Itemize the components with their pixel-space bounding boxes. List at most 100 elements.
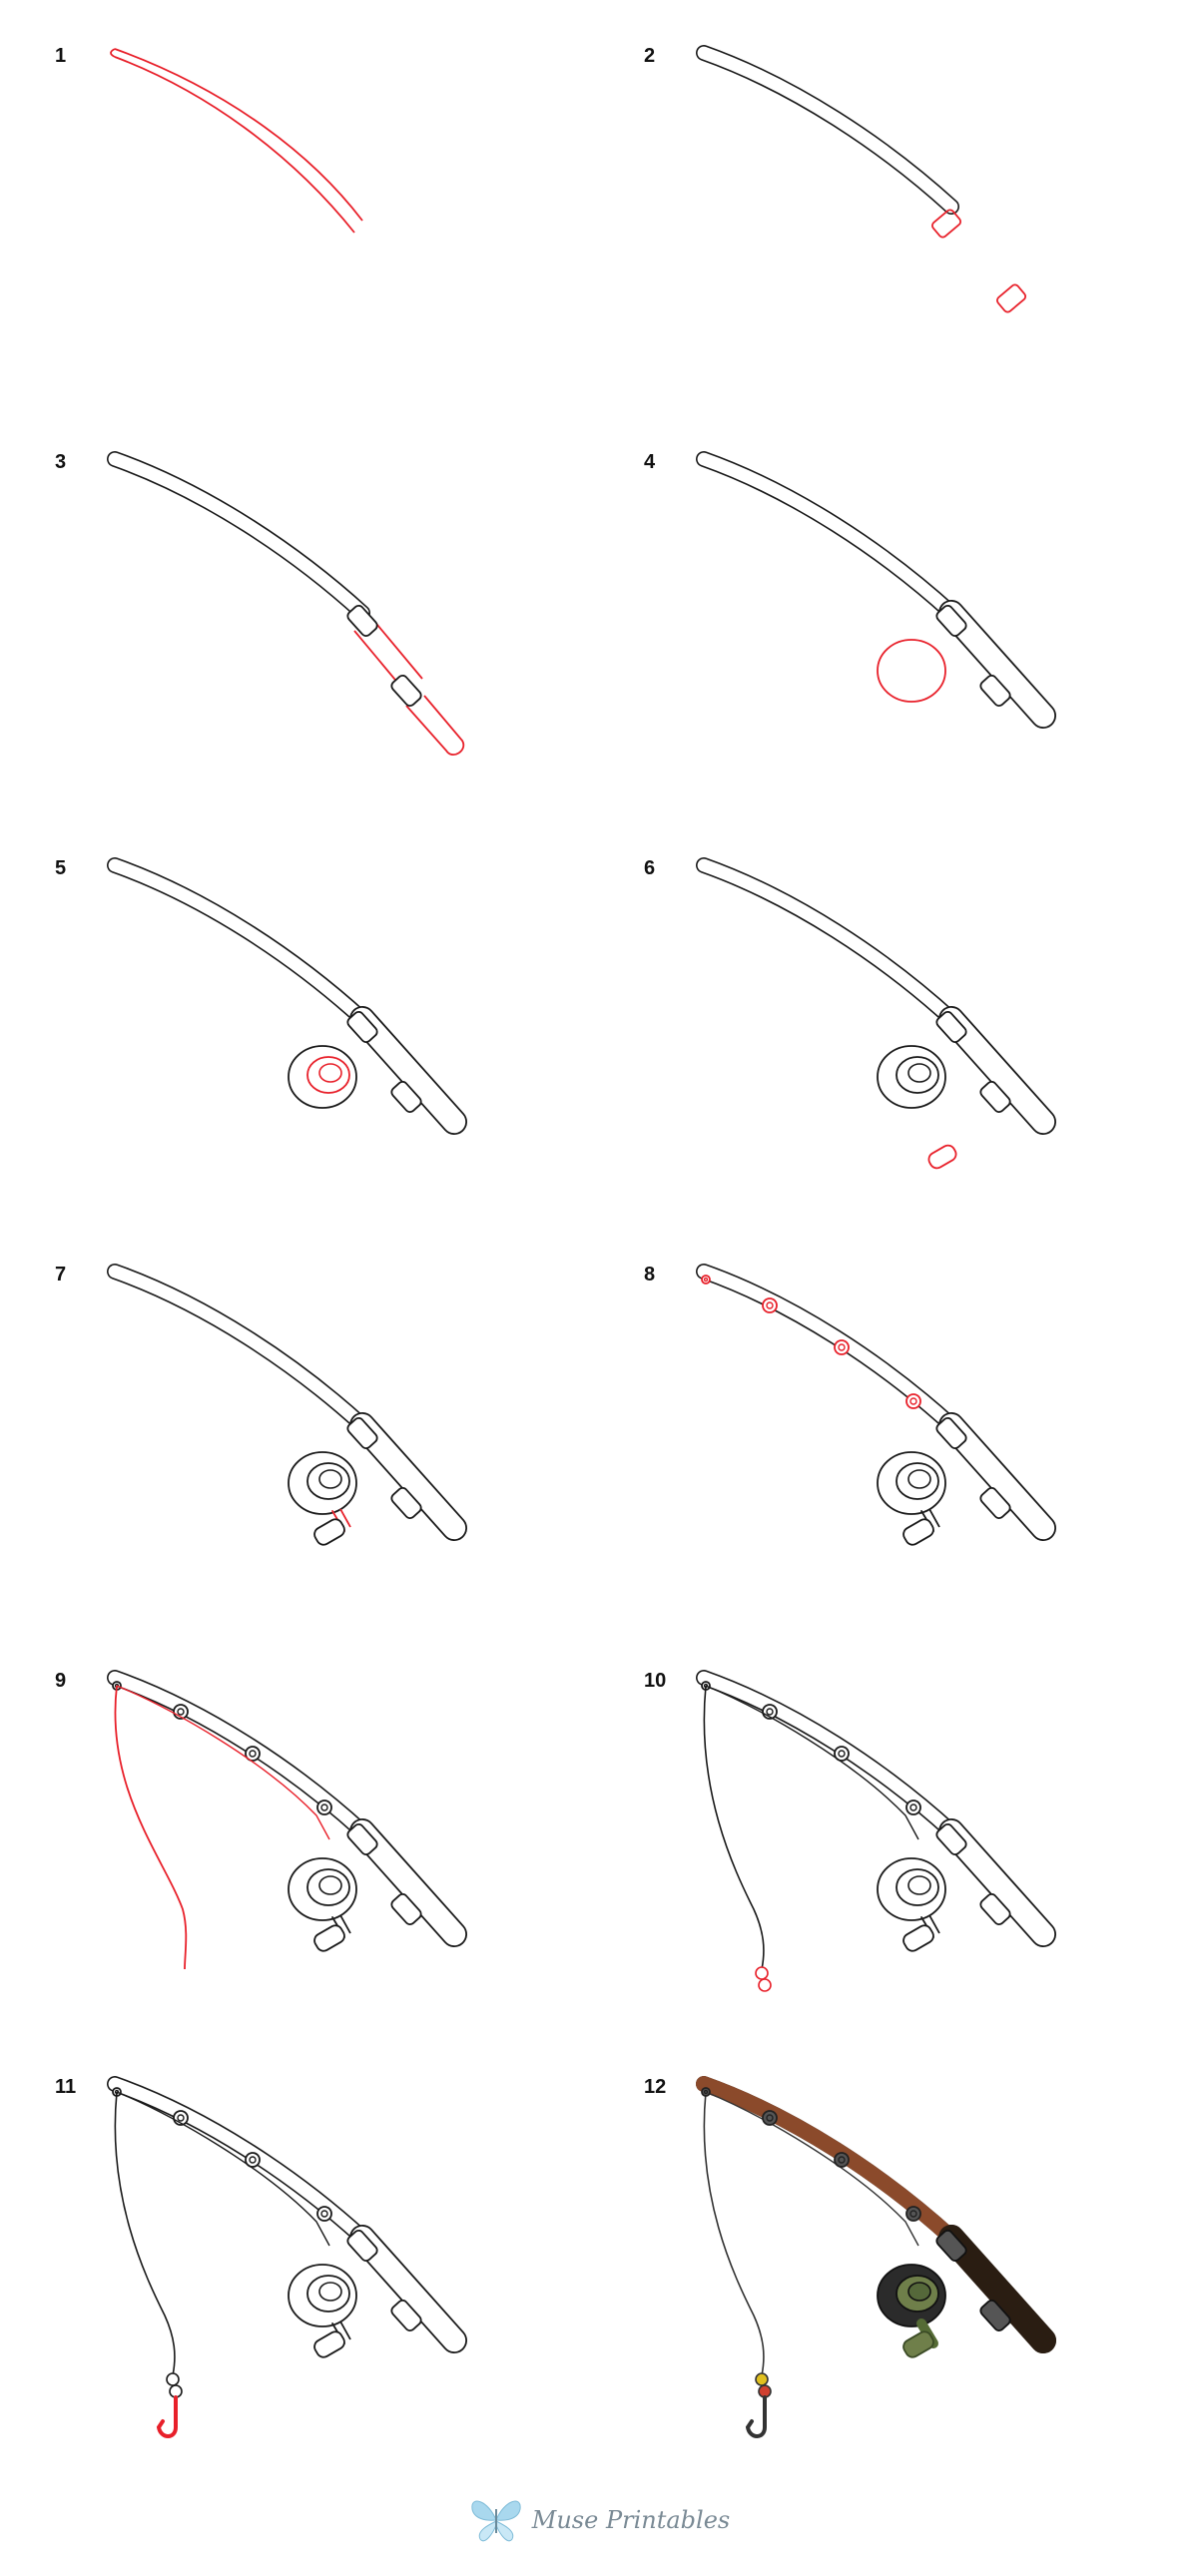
- step-number: 10: [644, 1670, 667, 1692]
- ferrule-upper: [346, 604, 378, 638]
- ferrule-lower: [390, 1486, 422, 1520]
- reel-knob: [902, 1518, 934, 1546]
- step-illustration: [696, 2076, 1056, 2438]
- ferrule-upper: [346, 1822, 378, 1856]
- reel-knob: [927, 1144, 957, 1170]
- butterfly-icon: [471, 2500, 521, 2542]
- fishing-line: [114, 2091, 176, 2376]
- rod-tip: [107, 1670, 370, 1839]
- line-guides: [112, 2087, 332, 2222]
- line-guides: [701, 1681, 921, 1815]
- line-guides: [701, 2087, 921, 2222]
- reel-knob: [313, 2330, 345, 2358]
- step-10: 10: [644, 1670, 1198, 2074]
- step-7: 7: [55, 1264, 614, 1668]
- ferrule-lower: [979, 1486, 1011, 1520]
- step-number: 8: [644, 1264, 656, 1286]
- rod-tip: [107, 451, 370, 621]
- reel: [288, 1857, 357, 1921]
- step-illustration: [107, 451, 465, 756]
- rod-tip-outline: [110, 48, 363, 234]
- rod-handle: [938, 1412, 1056, 1541]
- fishing-line-rod: [705, 1685, 919, 1840]
- line-guides: [112, 1681, 332, 1815]
- step-illustration: [696, 451, 1056, 729]
- rod-tip: [107, 1264, 370, 1433]
- step-1: 1: [55, 45, 614, 449]
- reel-inner: [306, 1056, 350, 1094]
- footer: Muse Printables: [0, 2485, 1198, 2555]
- step-5: 5: [55, 857, 614, 1262]
- fishing-line: [703, 1685, 765, 1970]
- step-number: 7: [55, 1264, 67, 1286]
- step-6: 6: [644, 857, 1198, 1262]
- ferrule-upper: [346, 2229, 378, 2263]
- step-9: 9: [55, 1670, 614, 2074]
- rod-handle: [938, 600, 1056, 729]
- rod-tip: [696, 45, 959, 215]
- step-number: 5: [55, 857, 67, 879]
- step-12: 12: [644, 2076, 1198, 2480]
- step-11: 11: [55, 2076, 614, 2480]
- rod-tip: [107, 2076, 370, 2246]
- rod-tip: [696, 451, 959, 621]
- ferrule-lower: [390, 674, 422, 708]
- reel: [288, 1045, 357, 1109]
- ferrule-upper: [935, 604, 967, 638]
- rod-tip: [696, 1670, 959, 1839]
- ferrule-upper: [935, 1416, 967, 1450]
- fishing-line-rod: [116, 1685, 330, 1840]
- step-illustration: [107, 1670, 467, 1970]
- ferrule-parts: [930, 209, 1027, 313]
- line-guides: [701, 1275, 921, 1409]
- step-number: 9: [55, 1670, 67, 1692]
- fishing-line-rod: [116, 2091, 330, 2247]
- fish-hook: [745, 2395, 767, 2438]
- step-3: 3: [55, 451, 614, 855]
- ferrule-lower: [979, 674, 1011, 708]
- step-number: 6: [644, 857, 656, 879]
- fish-hook: [156, 2395, 178, 2438]
- reel: [877, 1045, 946, 1109]
- step-number: 12: [644, 2076, 667, 2098]
- ferrule-lower: [979, 1080, 1011, 1114]
- reel-knob: [902, 1924, 934, 1952]
- ferrule-lower: [390, 1892, 422, 1926]
- rod-handle: [938, 1818, 1056, 1947]
- ferrule-upper: [935, 2229, 967, 2263]
- step-illustration: [696, 45, 1027, 313]
- ferrule-upper: [346, 1416, 378, 1450]
- ferrule-lower: [979, 2299, 1011, 2332]
- ferrule-upper: [935, 1010, 967, 1044]
- reel: [877, 2264, 946, 2327]
- rod-tip: [696, 1264, 959, 1433]
- step-illustration: [110, 48, 363, 234]
- ferrule-lower: [390, 2299, 422, 2332]
- step-illustration: [696, 1670, 1056, 1992]
- step-illustration: [107, 857, 467, 1135]
- bobber-beads: [166, 2372, 183, 2398]
- step-illustration: [696, 857, 1056, 1170]
- step-illustration: [696, 1264, 1056, 1546]
- ferrule-lower: [390, 1080, 422, 1114]
- reel-knob: [313, 1924, 345, 1952]
- reel: [877, 1857, 946, 1921]
- step-illustration: [107, 1264, 467, 1546]
- reel: [877, 1451, 946, 1515]
- rod-handle: [349, 1006, 467, 1135]
- reel: [288, 1451, 357, 1515]
- step-4: 4: [644, 451, 1198, 855]
- fishing-line-rod: [705, 2091, 919, 2247]
- fishing-line: [703, 2091, 765, 2376]
- reel-knob: [902, 2330, 934, 2358]
- ferrule-lower: [979, 1892, 1011, 1926]
- rod-tip: [696, 857, 959, 1027]
- ferrule-upper: [346, 1010, 378, 1044]
- rod-tip: [107, 857, 370, 1027]
- bobber-beads: [755, 1966, 772, 1992]
- step-8: 8: [644, 1264, 1198, 1668]
- step-number: 4: [644, 451, 656, 473]
- brand-name: Muse Printables: [531, 2506, 731, 2534]
- step-illustration: [107, 2076, 467, 2438]
